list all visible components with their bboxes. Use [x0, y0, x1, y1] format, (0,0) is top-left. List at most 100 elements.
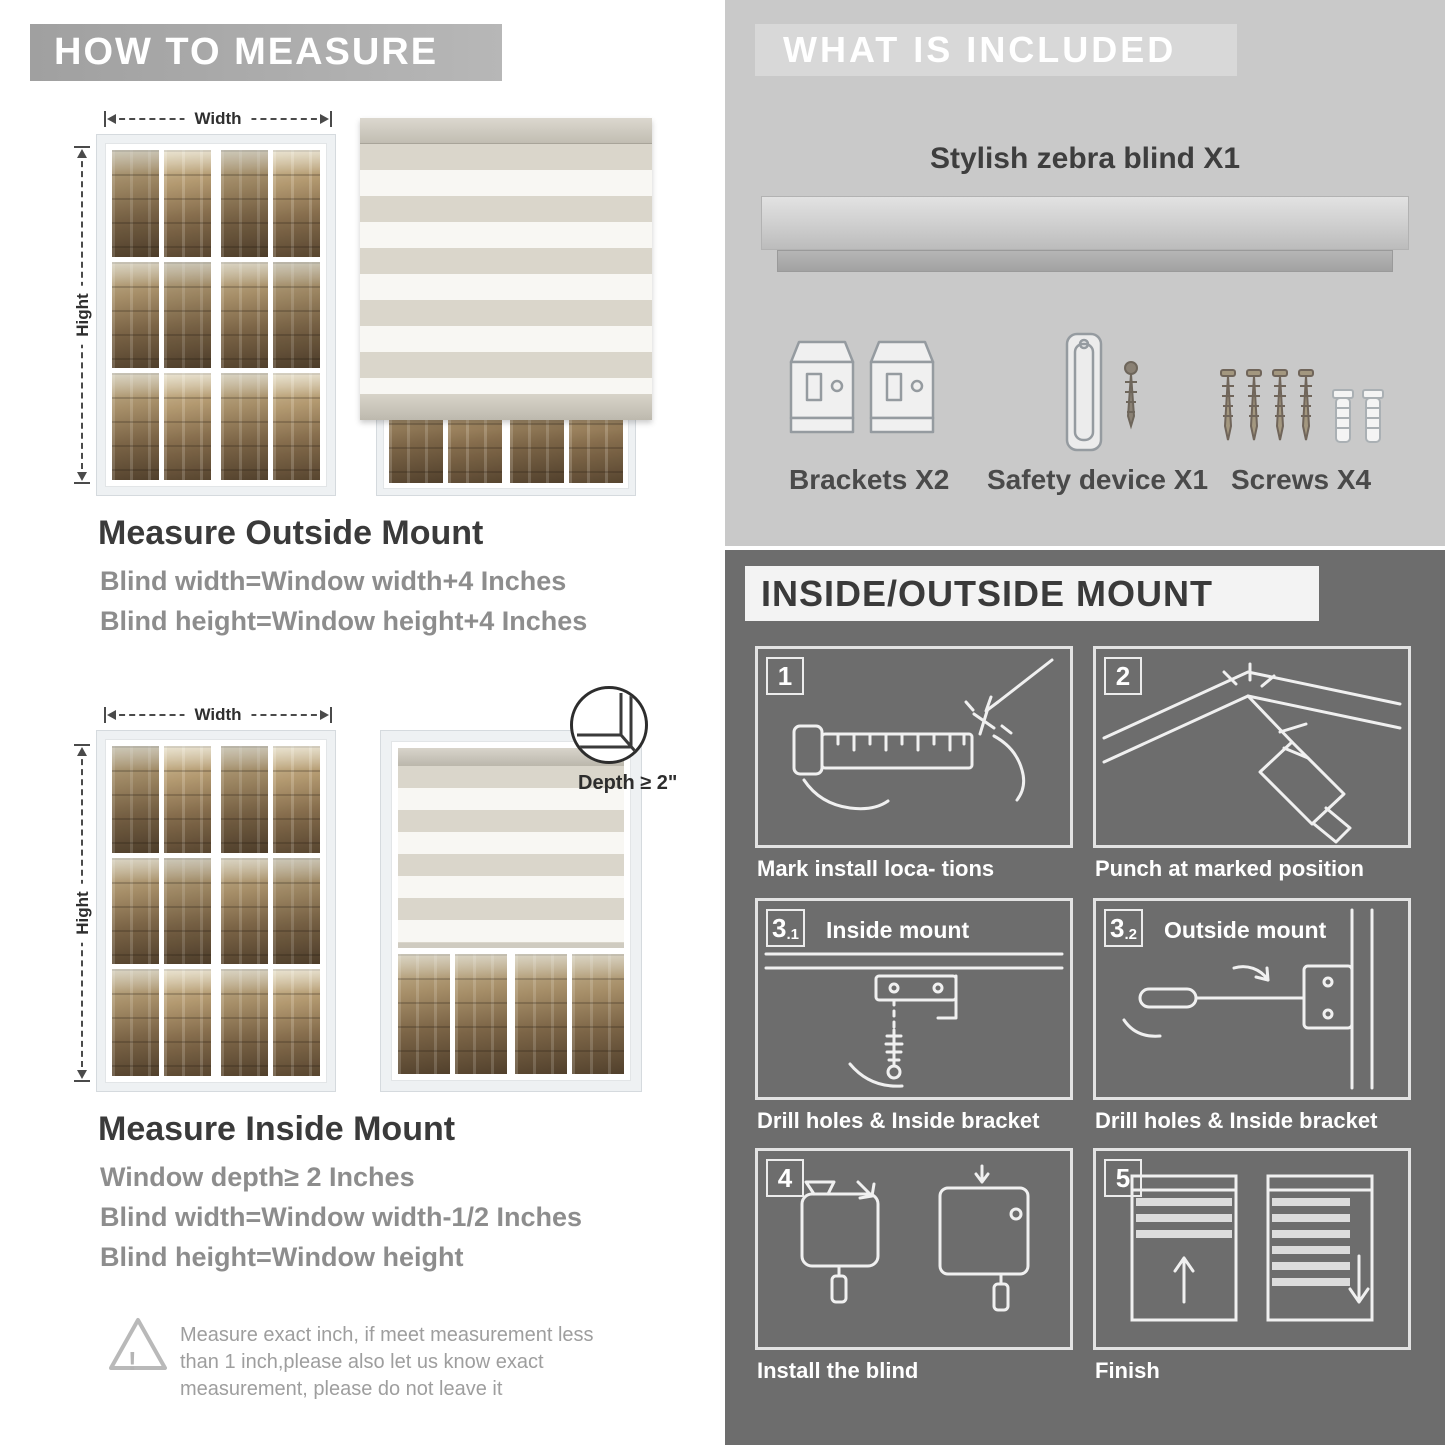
step-panel-1: 1 — [755, 646, 1073, 848]
note-line: than 1 inch,please also let us know exac… — [180, 1351, 544, 1373]
step-caption: Drill holes & Inside bracket — [1095, 1108, 1378, 1133]
blind-headrail-illustration — [761, 196, 1409, 250]
window-pane — [221, 150, 268, 257]
safety-device-icon — [1065, 332, 1138, 452]
window-sash — [221, 746, 320, 1076]
inside-mount-line: Window depth≥ 2 Inches — [100, 1162, 415, 1192]
window-pane — [455, 954, 507, 1074]
screws-label: Screws X4 — [1231, 464, 1372, 495]
step-panel-3-2: 3.2 Outside mount — [1093, 898, 1411, 1100]
step-subnumber: .2 — [1124, 925, 1137, 943]
arrowhead-left-icon — [107, 710, 116, 720]
mount-instructions-section: INSIDE/OUTSIDE MOUNT 1 Mark install loca… — [725, 550, 1445, 1445]
window-pane — [164, 969, 211, 1076]
window-pane — [398, 954, 450, 1074]
window-pane — [112, 746, 159, 853]
outside-mount-line: Blind height=Window height+4 Inches — [100, 606, 588, 636]
window-sash — [515, 954, 624, 1074]
step-number: 1 — [777, 660, 793, 691]
blind-headrail — [398, 748, 624, 766]
window-frame — [105, 143, 327, 487]
step-caption: Finish — [1095, 1358, 1160, 1383]
arrow-tick — [74, 1080, 90, 1082]
window-sash — [112, 150, 211, 480]
window-pane — [221, 746, 268, 853]
brackets-icon — [789, 340, 935, 434]
window-pane — [112, 857, 159, 965]
window-frame — [105, 739, 327, 1083]
width-label: Width — [184, 705, 252, 725]
outside-mount-title: Measure Outside Mount — [98, 514, 484, 552]
depth-callout-circle — [570, 686, 648, 764]
drill-ceiling-illustration — [1102, 662, 1402, 844]
step-number: 2 — [1115, 660, 1131, 691]
window-pane — [273, 261, 320, 369]
window-pane — [273, 857, 320, 965]
how-to-measure-header: HOW TO MEASURE — [30, 24, 502, 81]
arrow-tick — [330, 707, 332, 723]
window-pane — [112, 969, 159, 1076]
arrowhead-right-icon — [320, 114, 329, 124]
height-label: Hight — [73, 883, 93, 943]
arrow-tick — [104, 111, 106, 127]
inside-bracket-illustration — [764, 952, 1064, 1088]
window-pane — [273, 746, 320, 853]
blind-stripes — [360, 144, 652, 394]
window-pane — [164, 150, 211, 257]
step-panel-2: 2 — [1093, 646, 1411, 848]
window-lower — [398, 948, 624, 1074]
arrow-tick — [74, 482, 90, 484]
step-number-badge: 2 — [1104, 657, 1142, 695]
exclamation-icon: ! — [128, 1346, 137, 1376]
step-number: 3 — [772, 912, 787, 943]
safety-device-label: Safety device X1 — [987, 464, 1209, 495]
step-panel-4: 4 — [755, 1148, 1073, 1350]
mark-location-illustration — [792, 658, 1054, 811]
window-pane — [221, 261, 268, 369]
brackets-label: Brackets X2 — [789, 464, 950, 495]
arrowhead-down-icon — [77, 1070, 87, 1079]
window-sash — [221, 150, 320, 480]
window-pane — [112, 261, 159, 369]
step-caption: Mark install loca- tions — [757, 856, 995, 881]
mount-header: INSIDE/OUTSIDE MOUNT — [745, 566, 1319, 621]
inside-mount-line: Blind height=Window height — [100, 1242, 464, 1272]
window-pane — [221, 969, 268, 1076]
outside-mount-blind-illustration — [360, 118, 652, 496]
outside-mount-line: Blind width=Window width+4 Inches — [100, 566, 567, 596]
arrowhead-left-icon — [107, 114, 116, 124]
outside-mount-step-label: Outside mount — [1164, 917, 1327, 943]
width-label: Width — [184, 109, 252, 129]
window-pane — [572, 954, 624, 1074]
step-number-badge: 3.2 — [1104, 909, 1143, 947]
frame-corner-detail-icon — [577, 693, 637, 752]
arrowhead-right-icon — [320, 710, 329, 720]
measure-note: Measure exact inch, if meet measurement … — [180, 1322, 594, 1403]
arrow-tick — [74, 146, 90, 148]
window-pane — [273, 969, 320, 1076]
blind-bottom-rail — [360, 394, 652, 420]
blind-headrail-bottom — [777, 250, 1393, 272]
step-number: 5 — [1115, 1162, 1131, 1193]
step-number-badge: 4 — [766, 1159, 804, 1197]
zebra-blind — [360, 118, 652, 420]
blind-stripes — [398, 766, 624, 948]
arrowhead-up-icon — [77, 149, 87, 158]
note-line: measurement, please do not leave it — [180, 1378, 503, 1400]
window-pane — [273, 150, 320, 257]
window-pane — [164, 857, 211, 965]
step-subnumber: .1 — [786, 925, 799, 943]
finish-illustration — [1130, 1174, 1374, 1322]
step-caption: Punch at marked position — [1095, 856, 1364, 881]
inside-mount-title: Measure Inside Mount — [98, 1110, 456, 1148]
outside-bracket-illustration — [1122, 908, 1374, 1090]
install-blind-illustration — [800, 1164, 1030, 1312]
inside-mount-line: Blind width=Window width-1/2 Inches — [100, 1202, 583, 1232]
blind-headrail — [360, 118, 652, 144]
arrow-tick — [74, 744, 90, 746]
window-pane — [221, 373, 268, 480]
arrow-tick — [104, 707, 106, 723]
product-label: Stylish zebra blind X1 — [929, 142, 1241, 175]
window-illustration-inside — [96, 730, 336, 1092]
step-caption: Drill holes & Inside bracket — [757, 1108, 1040, 1133]
